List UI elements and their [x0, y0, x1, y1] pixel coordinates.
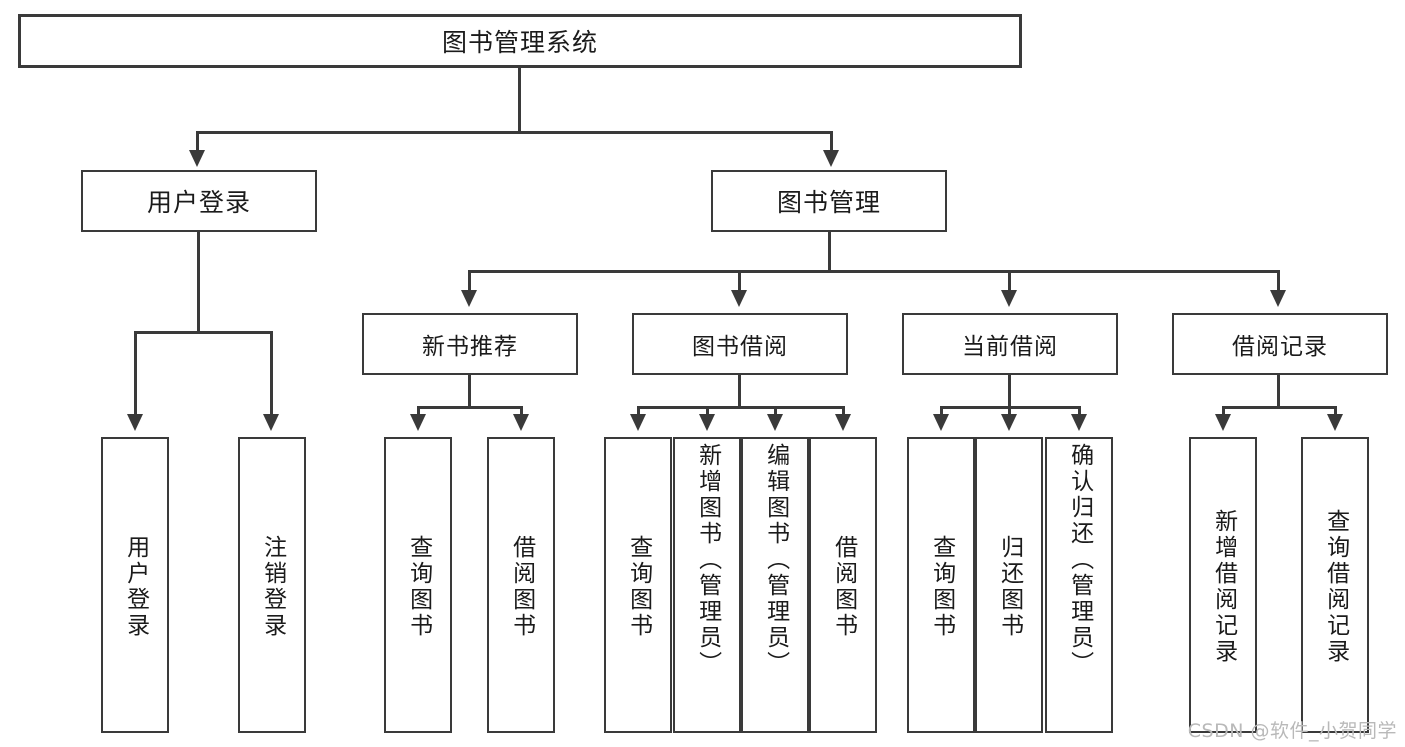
connector-root-bus	[196, 131, 833, 134]
arrow-down-icon	[1327, 414, 1343, 431]
connector-new-book-child2	[520, 406, 523, 417]
connector-user-login-child2	[270, 331, 273, 417]
connector-book-mgmt-to-book-borrow	[738, 270, 741, 293]
connector-book-mgmt-to-current-borrow	[1008, 270, 1011, 293]
leaf-return-books[interactable]: 归还图书	[975, 437, 1043, 733]
connector-user-login-child1	[134, 331, 137, 417]
node-label: 编辑图书（管理员）	[762, 443, 789, 677]
node-label: 图书管理	[776, 188, 881, 217]
arrow-down-icon	[1001, 414, 1017, 431]
node-root-library-system[interactable]: 图书管理系统	[18, 14, 1022, 68]
connector-book-borrow-child3	[774, 406, 777, 417]
leaf-query-borrow-record[interactable]: 查询借阅记录	[1301, 437, 1369, 733]
node-current-borrow[interactable]: 当前借阅	[902, 313, 1118, 375]
leaf-logout[interactable]: 注销登录	[238, 437, 306, 733]
node-label: 用户登录	[146, 188, 251, 217]
node-label: 借阅图书	[830, 535, 857, 639]
node-label: 借阅记录	[1232, 334, 1328, 360]
connector-records-child2	[1334, 406, 1337, 417]
node-label: 图书借阅	[692, 334, 788, 360]
connector-records-bus	[1222, 406, 1337, 409]
node-book-borrow[interactable]: 图书借阅	[632, 313, 848, 375]
node-label: 图书管理系统	[441, 28, 598, 57]
connector-current-borrow-child1	[940, 406, 943, 417]
connector-root-stem	[518, 68, 521, 133]
node-new-book-recommend[interactable]: 新书推荐	[362, 313, 578, 375]
arrow-down-icon	[513, 414, 529, 431]
connector-book-borrow-stem	[738, 375, 741, 408]
arrow-down-icon	[1215, 414, 1231, 431]
connector-root-to-book-mgmt	[830, 131, 833, 153]
node-label: 新增图书（管理员）	[694, 443, 721, 677]
connector-records-child1	[1222, 406, 1225, 417]
connector-root-to-user-login	[196, 131, 199, 153]
connector-current-borrow-stem	[1008, 375, 1011, 408]
leaf-user-login[interactable]: 用户登录	[101, 437, 169, 733]
node-borrow-records[interactable]: 借阅记录	[1172, 313, 1388, 375]
arrow-down-icon	[731, 290, 747, 307]
node-label: 查询图书	[405, 535, 432, 639]
leaf-borrow-books-recommend[interactable]: 借阅图书	[487, 437, 555, 733]
arrow-down-icon	[823, 150, 839, 167]
node-label: 查询借阅记录	[1322, 509, 1349, 665]
arrow-down-icon	[767, 414, 783, 431]
arrow-down-icon	[699, 414, 715, 431]
leaf-add-borrow-record[interactable]: 新增借阅记录	[1189, 437, 1257, 733]
connector-new-book-stem	[468, 375, 471, 408]
connector-book-borrow-child4	[842, 406, 845, 417]
node-user-login[interactable]: 用户登录	[81, 170, 317, 232]
connector-book-borrow-child2	[706, 406, 709, 417]
arrow-down-icon	[189, 150, 205, 167]
node-label: 查询图书	[928, 535, 955, 639]
arrow-down-icon	[630, 414, 646, 431]
connector-book-mgmt-bus	[468, 270, 1280, 273]
arrow-down-icon	[933, 414, 949, 431]
connector-book-borrow-bus	[637, 406, 845, 409]
leaf-query-books-current[interactable]: 查询图书	[907, 437, 975, 733]
node-label: 注销登录	[259, 535, 286, 639]
leaf-borrow-books[interactable]: 借阅图书	[809, 437, 877, 733]
arrow-down-icon	[1270, 290, 1286, 307]
connector-book-mgmt-to-new-book	[468, 270, 471, 293]
leaf-add-book-admin[interactable]: 新增图书（管理员）	[673, 437, 741, 733]
leaf-edit-book-admin[interactable]: 编辑图书（管理员）	[741, 437, 809, 733]
connector-user-login-stem	[197, 232, 200, 333]
node-book-management[interactable]: 图书管理	[711, 170, 947, 232]
leaf-query-books-recommend[interactable]: 查询图书	[384, 437, 452, 733]
leaf-confirm-return-admin[interactable]: 确认归还（管理员）	[1045, 437, 1113, 733]
arrow-down-icon	[835, 414, 851, 431]
node-label: 当前借阅	[962, 334, 1058, 360]
arrow-down-icon	[1001, 290, 1017, 307]
connector-book-mgmt-to-records	[1277, 270, 1280, 293]
arrow-down-icon	[127, 414, 143, 431]
connector-new-book-bus	[417, 406, 523, 409]
node-label: 借阅图书	[508, 535, 535, 639]
connector-user-login-bus	[134, 331, 273, 334]
node-label: 新书推荐	[422, 334, 518, 360]
connector-current-borrow-child3	[1078, 406, 1081, 417]
connector-records-stem	[1277, 375, 1280, 408]
connector-new-book-child1	[417, 406, 420, 417]
node-label: 确认归还（管理员）	[1066, 443, 1093, 677]
node-label: 新增借阅记录	[1210, 509, 1237, 665]
node-label: 归还图书	[996, 535, 1023, 639]
arrow-down-icon	[263, 414, 279, 431]
leaf-query-books-borrow[interactable]: 查询图书	[604, 437, 672, 733]
node-label: 查询图书	[625, 535, 652, 639]
connector-book-mgmt-stem	[828, 232, 831, 272]
arrow-down-icon	[1071, 414, 1087, 431]
arrow-down-icon	[410, 414, 426, 431]
node-label: 用户登录	[122, 535, 149, 639]
connector-book-borrow-child1	[637, 406, 640, 417]
connector-current-borrow-child2	[1008, 406, 1011, 417]
arrow-down-icon	[461, 290, 477, 307]
